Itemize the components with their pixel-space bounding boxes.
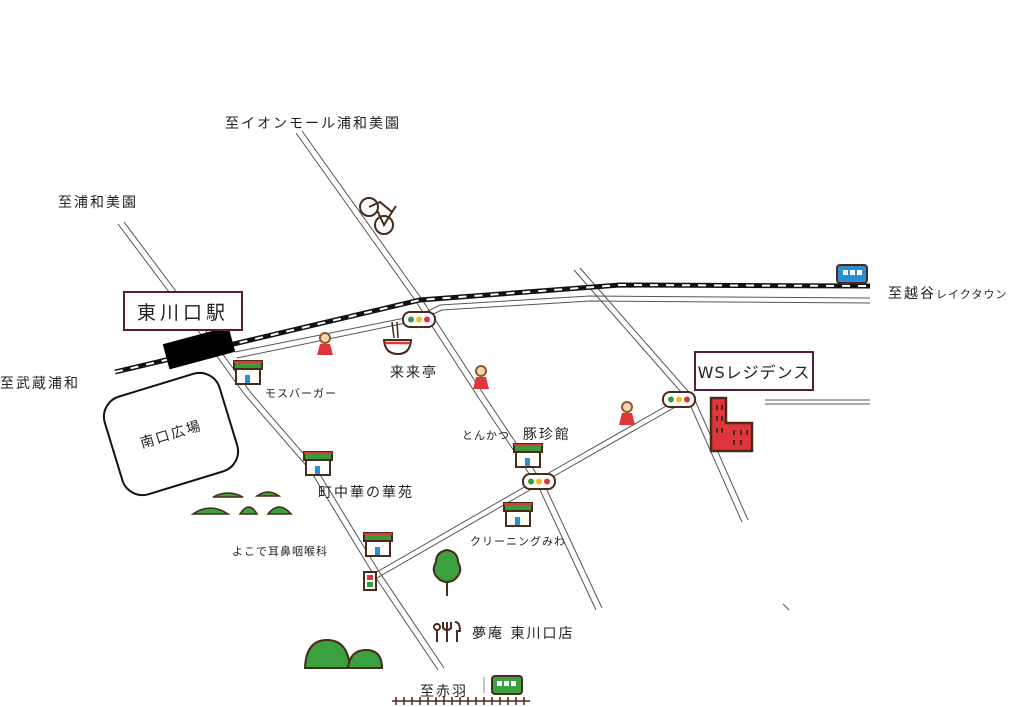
tonkatsu-label: とんかつ (462, 429, 510, 442)
bicycle-icon (359, 197, 397, 235)
place-yumean: 夢庵 東川口店 (472, 626, 575, 642)
place-rairaitei: 来来亭 (390, 365, 438, 381)
shrubs-icon (190, 491, 293, 515)
tree-icon (432, 548, 462, 596)
direction-koshigaya-sub: レイクタウン (936, 288, 1008, 301)
shop-icon (233, 360, 263, 385)
direction-akabane: 至赤羽 (420, 684, 468, 700)
place-clinic: よこで耳鼻咽喉科 (232, 545, 328, 558)
ramen-bowl-icon (382, 321, 413, 356)
direction-koshigaya-main: 至越谷 (888, 286, 936, 302)
cutlery-icon (433, 621, 462, 642)
shop-icon (503, 502, 533, 527)
place-cleaning-miwa: クリーニングみわ (470, 535, 566, 548)
residence-building-icon (709, 396, 754, 453)
direction-musashi-urawa: 至武蔵浦和 (0, 376, 80, 392)
bushes-icon (303, 638, 384, 669)
plaza-name: 南口広場 (138, 417, 205, 452)
shop-icon (303, 451, 333, 476)
direction-urawa-misono: 至浦和美園 (58, 195, 138, 211)
direction-aeon-mall: 至イオンモール浦和美園 (225, 116, 401, 132)
railway (114, 282, 871, 375)
shop-icon (363, 532, 393, 557)
destination-name: WSレジデンス (697, 363, 811, 382)
station-name: 東川口駅 (136, 301, 229, 324)
pedestrian-girl-icon (473, 365, 489, 389)
traffic-light-icon (402, 311, 436, 328)
place-tonchinkan: とんかつ 豚珍館 (462, 424, 571, 444)
traffic-light-icon (662, 391, 696, 408)
pedestrian-signal-icon (363, 571, 377, 591)
road-aeon-mall (295, 130, 603, 611)
pedestrian-girl-icon (317, 332, 333, 355)
place-mos-burger: モスバーガー (265, 387, 337, 400)
traffic-light-icon (522, 473, 556, 490)
shop-icon (513, 443, 543, 468)
train-icon (836, 264, 868, 284)
tonchinkan-name: 豚珍館 (522, 427, 571, 443)
road-stub (765, 399, 870, 405)
railway-track (392, 697, 530, 705)
direction-koshigaya: 至越谷レイクタウン (888, 283, 1007, 303)
station-label-box: 東川口駅 (123, 291, 243, 331)
road-east (573, 267, 790, 611)
place-kaen: 町中華の華苑 (318, 485, 414, 501)
pedestrian-girl-icon (619, 401, 635, 425)
station-platform (162, 326, 236, 370)
destination-label-box: WSレジデンス (694, 351, 814, 391)
road-along-railway (234, 295, 871, 359)
train-icon (483, 675, 523, 695)
